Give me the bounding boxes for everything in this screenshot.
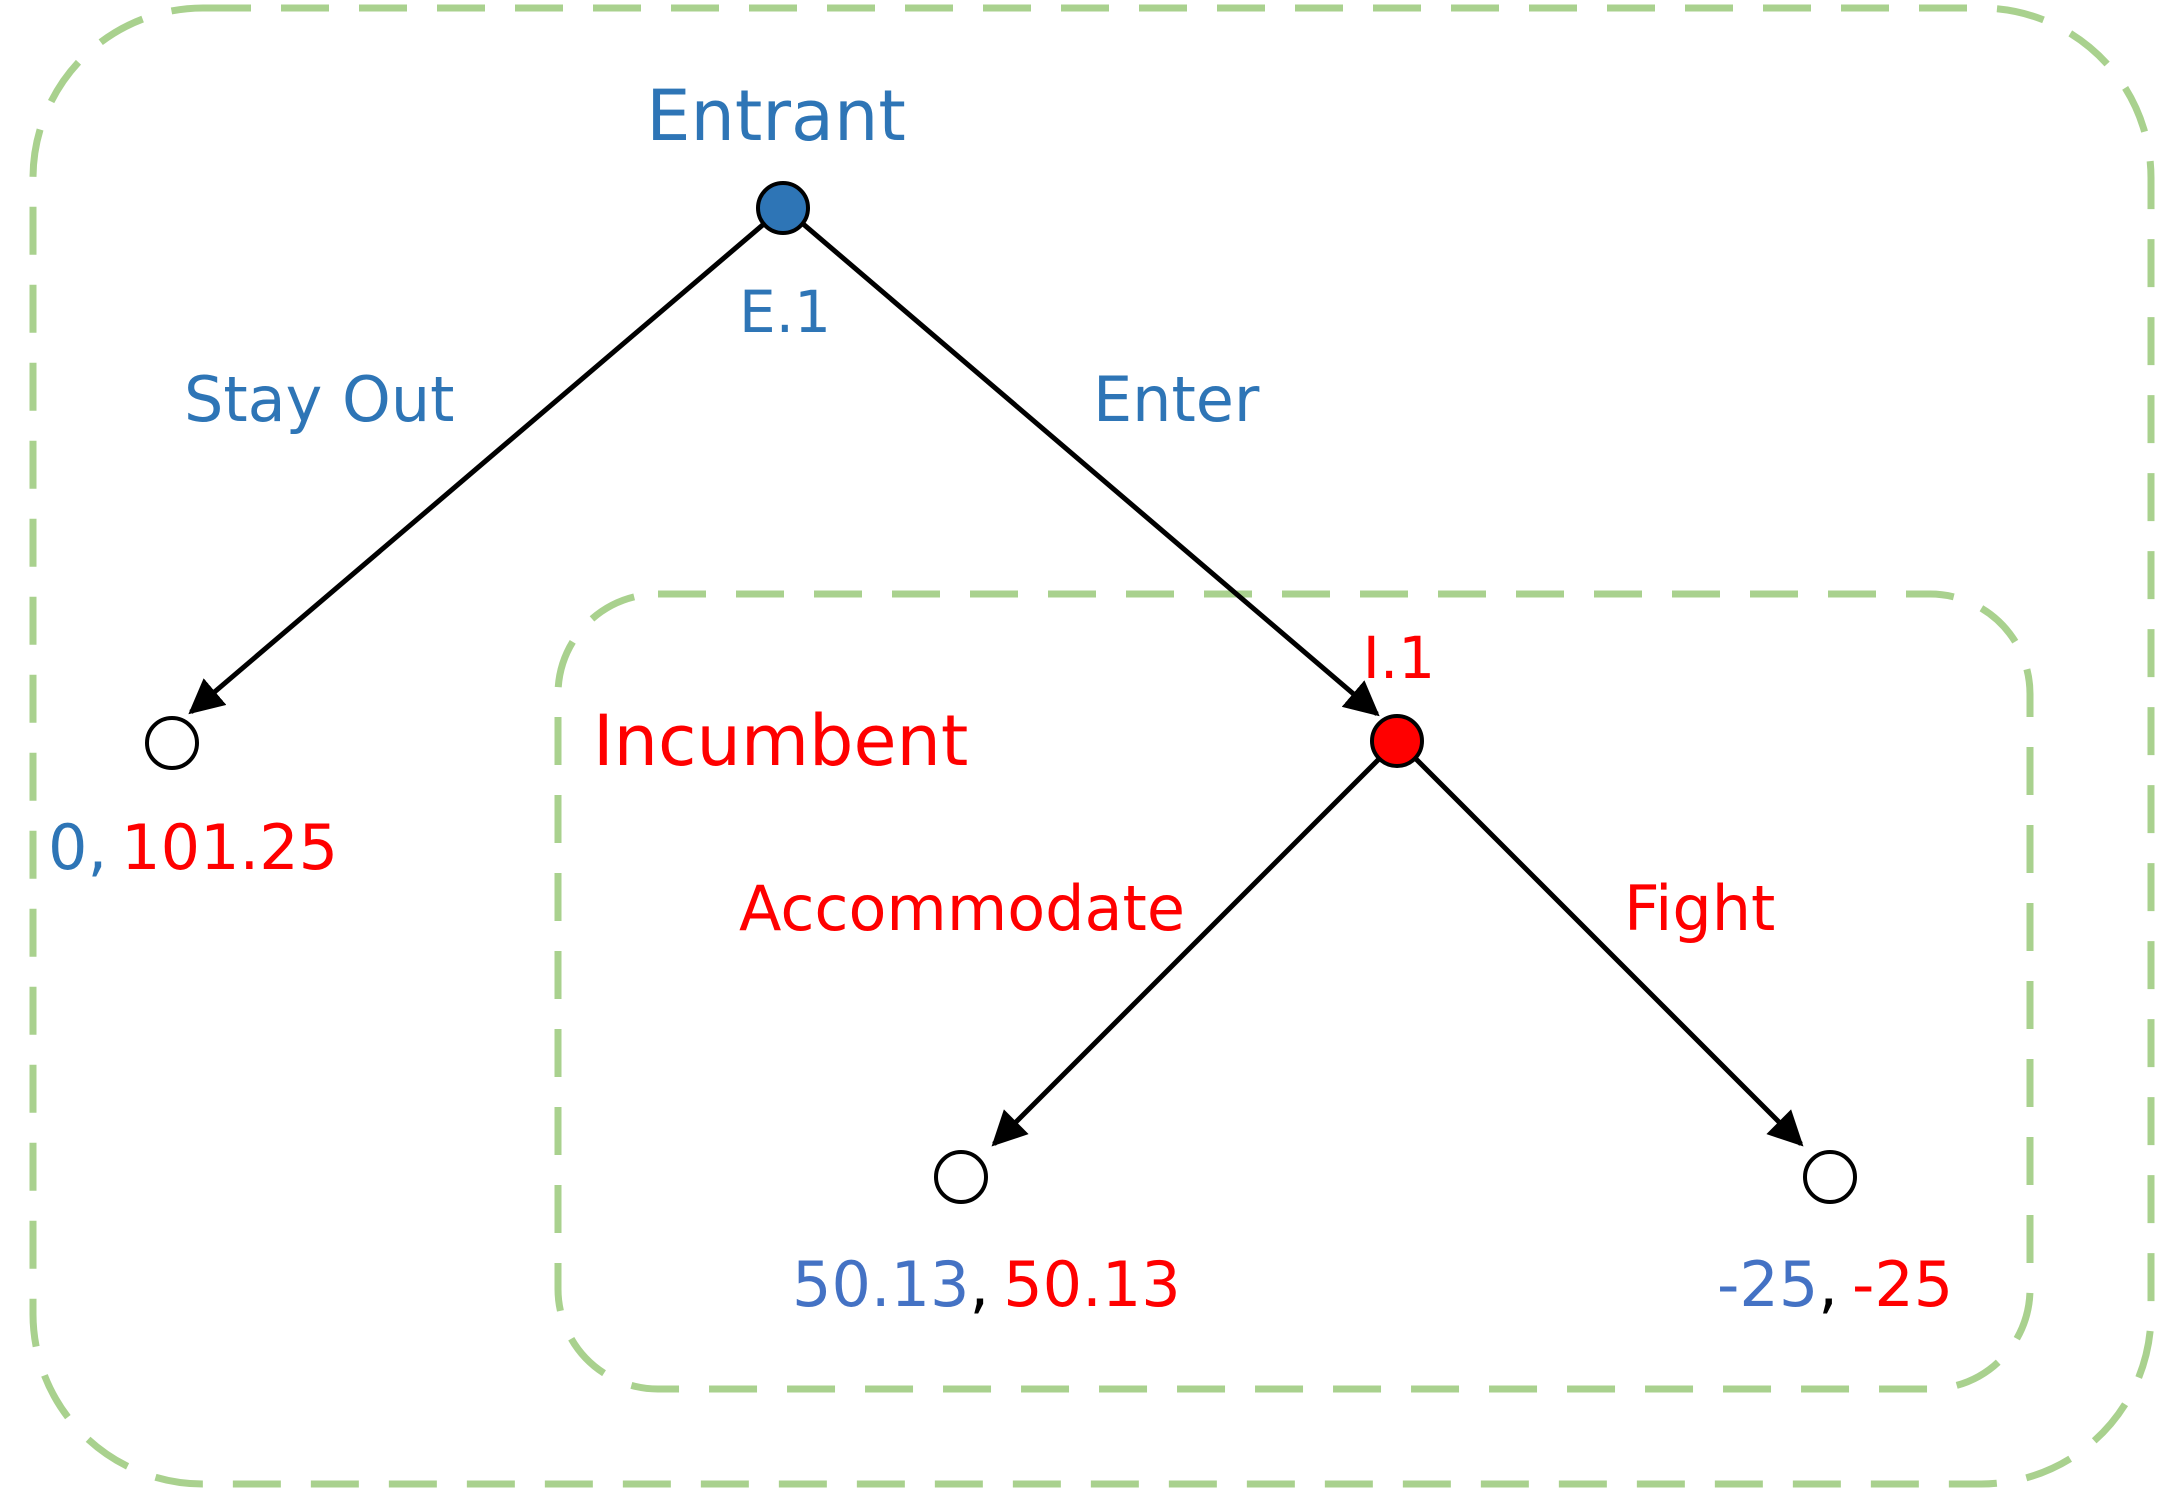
terminal-node-stay-out (145, 716, 199, 770)
incumbent-decision-node (1370, 714, 1424, 768)
inner-subgame-frame (554, 590, 2034, 1393)
payoff-fight-incumbent: -25 (1852, 1248, 1953, 1321)
payoff-accommodate-entrant: 50.13 (792, 1248, 970, 1321)
payoff-accommodate: 50.13,50.13 (792, 1248, 1181, 1321)
edge-enter (800, 221, 1380, 717)
payoff-accommodate-separator: , (970, 1248, 990, 1321)
terminal-node-accommodate (934, 1150, 988, 1204)
action-label-enter: Enter (1093, 363, 1260, 436)
node-label-e1: E.1 (739, 278, 831, 346)
node-label-i1: I.1 (1363, 624, 1435, 692)
payoff-fight-separator: , (1818, 1248, 1838, 1321)
payoff-fight-entrant: -25 (1717, 1248, 1818, 1321)
terminal-node-fight (1803, 1150, 1857, 1204)
payoff-fight: -25,-25 (1717, 1248, 1953, 1321)
player-label-incumbent: Incumbent (593, 700, 968, 782)
entrant-decision-node (756, 181, 810, 235)
payoff-stay-out-separator: , (87, 811, 107, 884)
payoff-stay-out-entrant: 0 (48, 811, 87, 884)
payoff-accommodate-incumbent: 50.13 (1003, 1248, 1181, 1321)
action-label-fight: Fight (1624, 872, 1775, 945)
outer-subgame-frame (29, 4, 2155, 1488)
payoff-stay-out: 0,101.25 (48, 811, 338, 884)
edge-accommodate (991, 754, 1384, 1147)
player-label-entrant: Entrant (646, 75, 906, 157)
edge-stay-out (188, 221, 767, 715)
action-label-accommodate: Accommodate (739, 872, 1185, 945)
edge-fight (1411, 754, 1804, 1147)
action-label-stay-out: Stay Out (184, 363, 454, 436)
payoff-stay-out-incumbent: 101.25 (121, 811, 338, 884)
